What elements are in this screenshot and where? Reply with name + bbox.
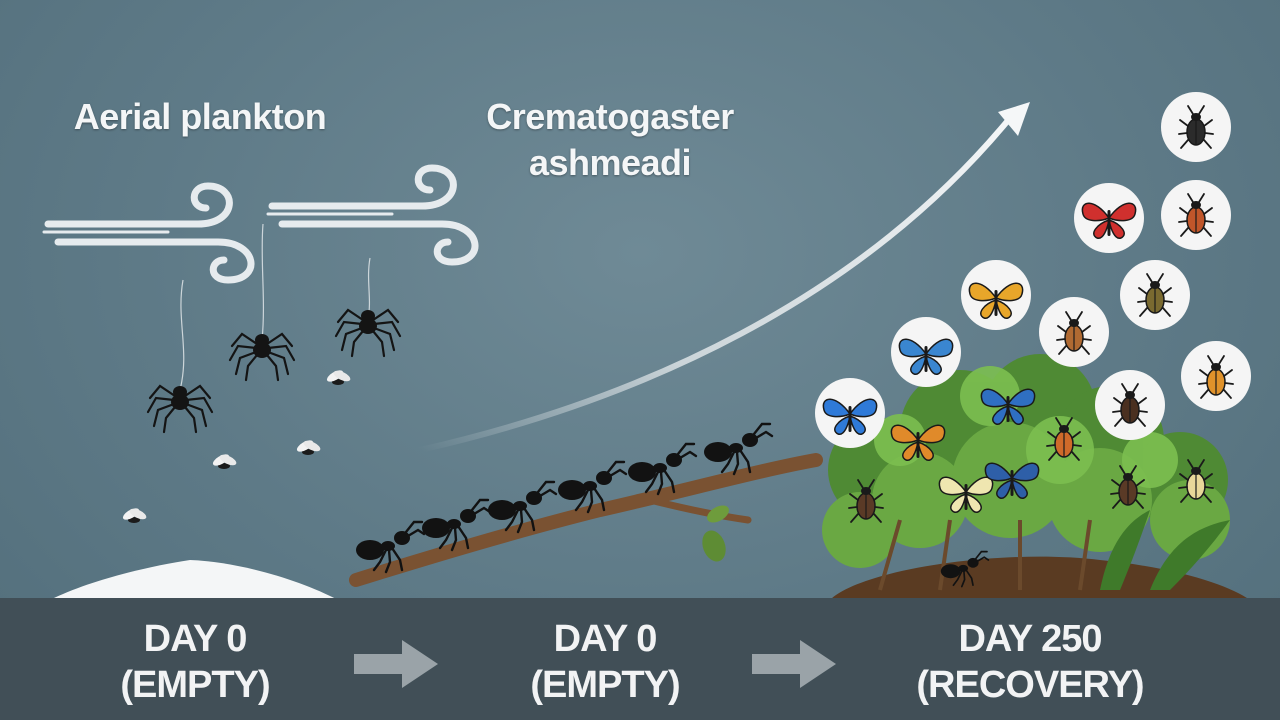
timeline-stage-1: DAY 0 (EMPTY) (85, 616, 305, 708)
arrow-right-icon (752, 640, 836, 688)
scene-artwork (0, 102, 1250, 600)
timeline-bar: DAY 0 (EMPTY) DAY 0 (EMPTY) DAY 250 (REC… (0, 598, 1280, 720)
ant-species-line-2: ashmeadi (528, 142, 692, 183)
stage-1-status: (EMPTY) (120, 664, 270, 706)
island-mound (50, 560, 338, 600)
stage-3-day: DAY 250 (958, 618, 1102, 660)
fly-icon (121, 506, 148, 523)
fly-icon (295, 438, 322, 455)
aerial-plankton-label: Aerial plankton (73, 96, 327, 137)
stage-2-day: DAY 0 (553, 618, 658, 660)
stage-1-day: DAY 0 (143, 618, 248, 660)
timeline-stage-3: DAY 250 (RECOVERY) (900, 616, 1160, 708)
ant-species-line-1: Crematogaster (486, 96, 734, 137)
spider-icon (228, 332, 296, 382)
growth-arrow (417, 102, 1030, 453)
stage-2-status: (EMPTY) (530, 664, 680, 706)
stage-3-status: (RECOVERY) (916, 664, 1144, 706)
arrow-right-icon (354, 640, 438, 688)
spider-icon (146, 384, 214, 434)
spider-icon (334, 308, 402, 358)
branch (349, 453, 823, 587)
fly-icon (325, 368, 352, 385)
timeline-stage-2: DAY 0 (EMPTY) (495, 616, 715, 708)
ant-species-label: Crematogaster ashmeadi (440, 94, 780, 186)
fly-icon (211, 452, 238, 469)
wind-icon (44, 186, 251, 280)
